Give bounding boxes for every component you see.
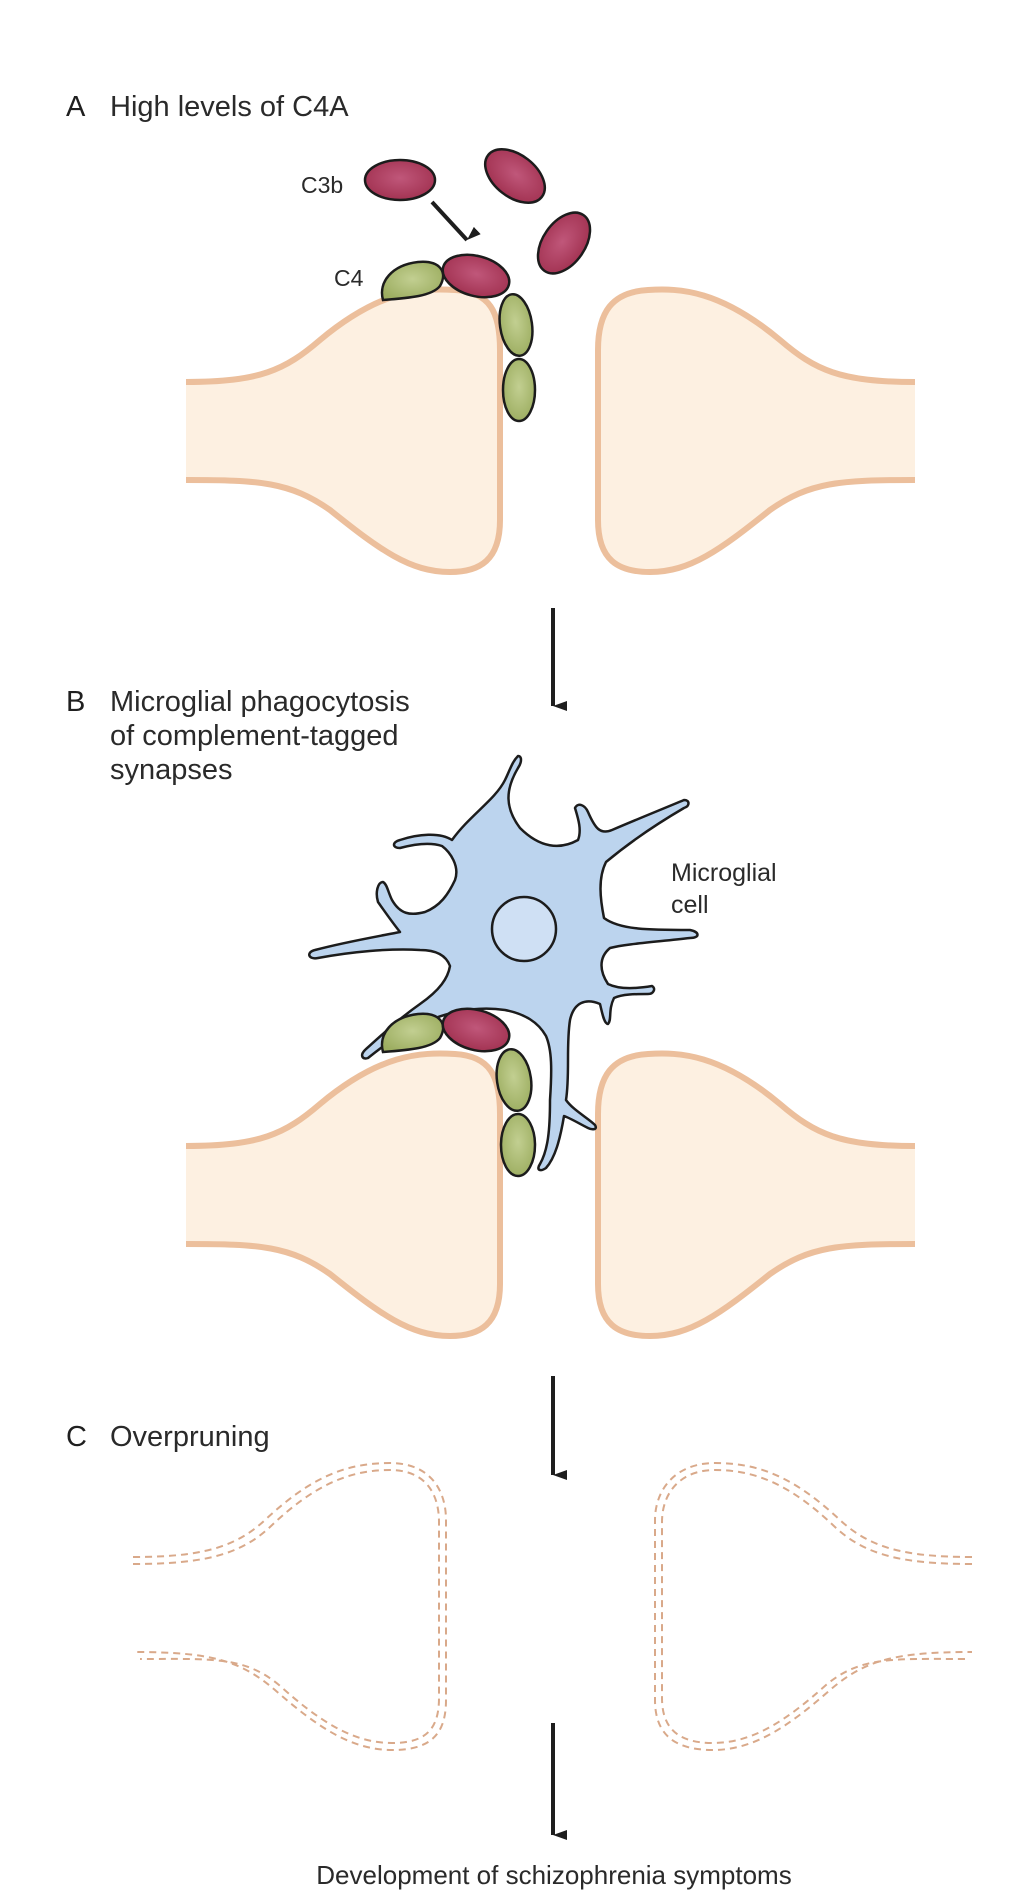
presynaptic-bouton-left bbox=[185, 1050, 503, 1340]
panel-b: B Microglial phagocytosis of complement-… bbox=[66, 686, 916, 1340]
microglial-cell-label-line-1: Microglial bbox=[671, 859, 777, 887]
outcome-label: Development of schizophrenia symptoms bbox=[316, 1860, 791, 1890]
panel-b-letter: B bbox=[66, 686, 85, 718]
panel-c-letter: C bbox=[66, 1421, 87, 1453]
microglial-cell-body bbox=[308, 754, 699, 1172]
c3b-molecule-bound bbox=[441, 1007, 511, 1053]
postsynaptic-bouton-right bbox=[595, 1050, 916, 1340]
postsynaptic-bouton-right bbox=[595, 286, 916, 576]
c3b-molecule bbox=[363, 158, 437, 202]
panel-b-title-line-2: of complement-tagged bbox=[110, 720, 399, 752]
binding-arrow bbox=[430, 200, 481, 242]
panel-a-title: High levels of C4A bbox=[110, 91, 349, 123]
c4-molecule bbox=[501, 357, 537, 423]
c3b-molecule bbox=[536, 211, 592, 275]
c4-molecule bbox=[499, 1112, 537, 1178]
panel-c: C Overpruning bbox=[66, 1421, 973, 1752]
c4-molecule bbox=[380, 1012, 445, 1054]
c3b-molecule-bound bbox=[441, 253, 511, 299]
panel-a-letter: A bbox=[66, 91, 86, 123]
panel-a: A High levels of C4A C3b C4 bbox=[66, 91, 916, 576]
c4-molecule bbox=[495, 1047, 533, 1113]
pruned-bouton-left-outline bbox=[132, 1461, 447, 1752]
c3b-label: C3b bbox=[301, 172, 343, 198]
pruned-bouton-right-outline bbox=[654, 1461, 973, 1752]
panel-b-title-line-3: synapses bbox=[110, 754, 233, 786]
panel-c-title: Overpruning bbox=[110, 1421, 270, 1453]
panel-b-title-line-1: Microglial phagocytosis bbox=[110, 686, 410, 718]
presynaptic-bouton-left bbox=[185, 286, 503, 576]
microglia-nucleus bbox=[490, 895, 558, 963]
c4-label: C4 bbox=[334, 265, 364, 291]
c4-molecule bbox=[380, 260, 445, 302]
microglial-cell-label-line-2: cell bbox=[671, 891, 709, 919]
c3b-molecule bbox=[484, 148, 546, 204]
c4-molecule bbox=[498, 292, 534, 358]
